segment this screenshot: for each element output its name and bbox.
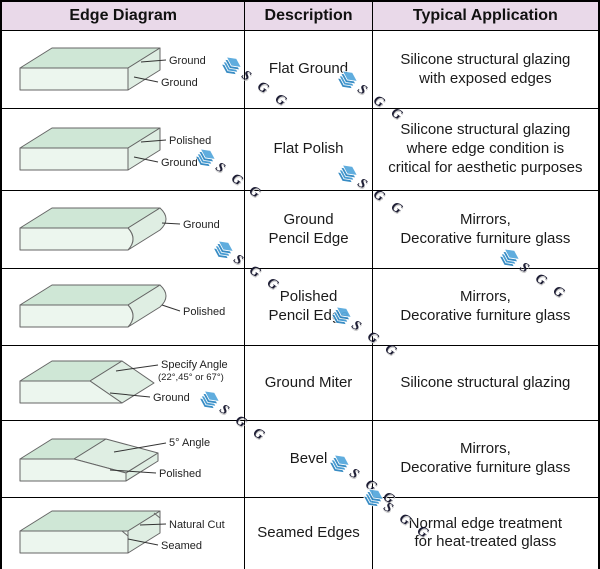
- application-cell: Silicone structural glazing: [371, 345, 600, 421]
- seam-chamfer-line: [153, 512, 161, 519]
- slab-front-face: [19, 147, 129, 170]
- diagram-cell: Specify Angle (22°,45° or 67°) Ground: [0, 345, 246, 421]
- edge-label: Ground: [153, 392, 190, 404]
- leader-line: [139, 523, 167, 526]
- application-cell: Normal edge treatment for heat-treated g…: [371, 497, 600, 569]
- edge-label: Polished: [159, 468, 201, 480]
- edge-label: Natural Cut: [169, 519, 225, 531]
- leader-line: [109, 392, 151, 398]
- table-row: 5° Angle Polished Bevel Mirrors, Decorat…: [0, 420, 600, 498]
- diagram-cell: Ground: [0, 190, 246, 269]
- leader-line: [161, 304, 181, 312]
- edge-label: Specify Angle: [161, 359, 228, 371]
- description-cell: Ground Miter: [244, 345, 373, 421]
- edge-label: 5° Angle: [169, 437, 210, 449]
- edge-label: Ground: [161, 157, 198, 169]
- slab-front-face: [19, 304, 134, 328]
- leader-line: [133, 156, 159, 162]
- bevel-slab-illustration: 5° Angle Polished: [19, 437, 210, 482]
- table-row: Ground Ground Pencil Edge Mirrors, Decor…: [0, 190, 600, 269]
- leader-line: [115, 364, 159, 372]
- leader-line: [140, 59, 167, 62]
- slab-front-face: [19, 458, 127, 482]
- edge-label: Ground: [169, 55, 206, 67]
- table-row: Ground Ground Flat Ground Silicone struc…: [0, 30, 600, 109]
- slab-front-face: [19, 227, 134, 250]
- table-row: Polished Polished Pencil Edge Mirrors, D…: [0, 268, 600, 346]
- table-row: Natural Cut Seamed Seamed Edges Normal e…: [0, 497, 600, 569]
- description-cell: Flat Polish: [244, 108, 373, 191]
- application-cell: Mirrors, Decorative furniture glass: [371, 268, 600, 346]
- application-cell: Silicone structural glazing with exposed…: [371, 30, 600, 109]
- edge-label: Seamed: [161, 540, 202, 552]
- slab-front-face: [19, 530, 129, 554]
- edge-label: Polished: [183, 306, 225, 318]
- header-row: Edge Diagram Description Typical Applica…: [0, 0, 600, 31]
- description-cell: Flat Ground: [244, 30, 373, 109]
- polished-pencil-edge-slab-illustration: Polished: [19, 284, 225, 328]
- ground-miter-slab-illustration: Specify Angle (22°,45° or 67°) Ground: [19, 359, 228, 404]
- leader-line: [127, 538, 159, 546]
- leader-line: [109, 469, 157, 474]
- seam-chamfer-line: [121, 530, 129, 537]
- description-cell: Seamed Edges: [244, 497, 373, 569]
- leader-line: [161, 222, 181, 224]
- flat-polish-slab-illustration: Polished Ground: [19, 127, 211, 170]
- diagram-cell: 5° Angle Polished: [0, 420, 246, 498]
- edge-label: Polished: [169, 135, 211, 147]
- seamed-edges-slab-illustration: Natural Cut Seamed: [19, 510, 225, 554]
- table-row: Polished Ground Flat Polish Silicone str…: [0, 108, 600, 191]
- description-cell: Ground Pencil Edge: [244, 190, 373, 269]
- application-cell: Silicone structural glazing where edge c…: [371, 108, 600, 191]
- description-cell: Bevel: [244, 420, 373, 498]
- header-typical-application: Typical Application: [371, 0, 600, 31]
- description-cell: Polished Pencil Edge: [244, 268, 373, 346]
- leader-line: [140, 139, 167, 142]
- edge-label: Ground: [161, 77, 198, 89]
- application-cell: Mirrors, Decorative furniture glass: [371, 190, 600, 269]
- table-row: Specify Angle (22°,45° or 67°) Ground Gr…: [0, 345, 600, 421]
- header-description: Description: [244, 0, 373, 31]
- slab-front-face: [19, 380, 123, 404]
- leader-line: [133, 76, 159, 82]
- leader-line: [113, 442, 167, 453]
- header-edge-diagram: Edge Diagram: [0, 0, 246, 31]
- diagram-cell: Natural Cut Seamed: [0, 497, 246, 569]
- ground-pencil-edge-slab-illustration: Ground: [19, 207, 220, 250]
- diagram-cell: Polished Ground: [0, 108, 246, 191]
- diagram-cell: Polished: [0, 268, 246, 346]
- slab-front-face: [19, 67, 129, 90]
- diagram-cell: Ground Ground: [0, 30, 246, 109]
- edge-label: Ground: [183, 219, 220, 231]
- flat-ground-slab-illustration: Ground Ground: [19, 47, 206, 90]
- edge-label: (22°,45° or 67°): [158, 372, 224, 383]
- application-cell: Mirrors, Decorative furniture glass: [371, 420, 600, 498]
